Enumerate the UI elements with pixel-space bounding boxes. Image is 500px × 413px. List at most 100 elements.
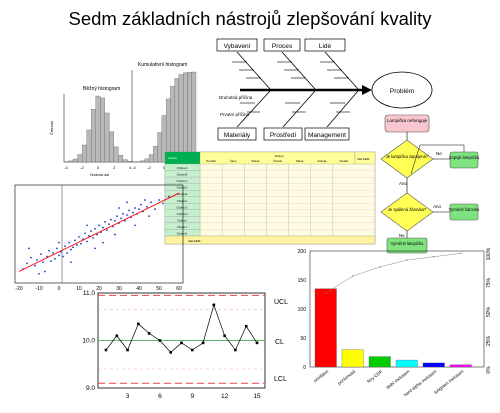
scatter-point <box>140 203 142 206</box>
control-chart-point <box>212 303 216 307</box>
check-sheet-header-left <box>165 152 200 164</box>
scatter-point <box>48 249 50 252</box>
control-chart-y-ticks: 11.010.09.0 <box>82 290 95 392</box>
pareto-bar <box>368 356 391 368</box>
check-sheet-column-header: Úterý <box>230 158 237 163</box>
pareto-bar <box>314 288 337 368</box>
scatter-point <box>96 233 98 236</box>
scatter-point <box>36 259 38 261</box>
control-chart-y-tick: 9.0 <box>86 385 95 392</box>
scatter-point <box>132 211 134 214</box>
scatter-point <box>44 270 46 273</box>
pareto-bars <box>314 288 472 368</box>
check-sheet-totals-row-label: CELKEM <box>188 239 201 243</box>
control-chart-x-tick: 12 <box>221 393 229 400</box>
scatter-point <box>94 247 96 250</box>
scatter-point <box>58 254 60 257</box>
pareto-y-tick: 200 <box>298 249 307 255</box>
fishbone-label-process: Proces <box>272 43 293 50</box>
control-chart-series <box>104 303 259 354</box>
fishbone-head <box>371 71 433 109</box>
scatter-point <box>150 201 152 204</box>
pareto-bar <box>422 362 445 368</box>
control-chart-point <box>234 348 237 352</box>
scatter-point <box>50 260 52 262</box>
flowchart-end <box>386 237 428 254</box>
scatter-point <box>80 242 82 245</box>
left-histogram-x-tick: 4 <box>129 165 132 170</box>
scatter-point <box>138 208 140 211</box>
pareto-cumulative-point <box>325 292 327 294</box>
scatter-point <box>98 224 100 227</box>
scatter-x-tick: 20 <box>96 286 102 292</box>
fishbone-bone-top-1 <box>236 51 271 90</box>
control-chart-point <box>126 348 129 352</box>
fishbone-box-people <box>304 38 346 52</box>
pareto-pct-tick: 25% <box>486 335 492 346</box>
pareto-cumulative-point <box>352 275 354 277</box>
pareto-pct-tick: 0% <box>486 366 492 374</box>
scatter-point <box>124 219 126 222</box>
check-sheet-totals-row <box>164 235 376 245</box>
pareto-category-label: slabí inclusion <box>385 369 411 391</box>
scatter-point <box>114 219 116 222</box>
scatter-point <box>30 256 32 259</box>
check-sheet-row-label: Chyba J <box>177 225 188 229</box>
pareto-cumulative-point <box>379 266 381 268</box>
pareto-category-label: smrštění <box>313 368 330 383</box>
scatter-point <box>68 241 70 244</box>
scatter-point <box>46 255 48 258</box>
control-chart-point <box>158 339 162 342</box>
control-chart-ucl-label: UCL <box>274 299 288 306</box>
scatter-point <box>86 240 88 243</box>
check-sheet-header-left-label: Jméno <box>168 156 177 160</box>
scatter-point <box>154 208 156 211</box>
control-chart-lcl-label: LCL <box>274 376 287 383</box>
scatter-point <box>88 234 90 237</box>
scatter-point <box>168 195 170 198</box>
check-sheet-row-label: Chyba I <box>177 218 187 222</box>
check-sheet-row-label: Chyba H <box>177 212 188 216</box>
check-sheet-row-label: Chyba B <box>177 173 188 177</box>
control-chart-point <box>169 351 173 354</box>
flowchart-no-1: Ne <box>436 151 442 156</box>
fishbone-primary-cause: Prvotní příčina <box>220 112 250 117</box>
pareto-bar <box>341 349 364 368</box>
scatter-point <box>70 248 72 251</box>
scatter-point <box>120 217 122 220</box>
check-sheet-row-label: Chyba K <box>177 232 188 236</box>
left-histogram-bars <box>63 95 133 163</box>
scatter-point <box>70 261 72 264</box>
check-sheet-row-label: Chyba F <box>177 199 188 203</box>
scatter-x-tick: -10 <box>35 286 42 292</box>
scatter-x-tick: 10 <box>76 286 82 292</box>
scatter-point <box>56 247 58 250</box>
pareto-cumulative-polyline <box>325 253 461 294</box>
flowchart-action-2 <box>449 203 479 221</box>
fishbone-box-equipment <box>216 38 258 52</box>
check-sheet-row-label: Chyba D <box>177 186 188 190</box>
pareto-cumulative-line <box>325 252 462 294</box>
scatter-point <box>76 244 78 246</box>
scatter-point <box>126 201 128 204</box>
scatter-point <box>72 246 74 249</box>
left-histogram-bar <box>122 159 128 163</box>
check-sheet-row-label: Chyba C <box>177 179 188 183</box>
fishbone-bone-bottom-3 <box>326 90 359 128</box>
fishbone-bone-bottom-2 <box>282 90 316 128</box>
scatter-x-tick: 50 <box>156 286 162 292</box>
scatter-point <box>126 214 128 216</box>
check-sheet-column-header: Čtvrtek <box>273 158 282 163</box>
flowchart-decision-2-label: Je spálená žárovka? <box>388 207 427 212</box>
scatter-point <box>110 218 112 221</box>
control-chart-cl-label: CL <box>275 339 284 346</box>
scatter-point <box>28 247 30 250</box>
fishbone-box-materials <box>217 127 257 141</box>
flowchart-return-arrow <box>410 144 465 175</box>
control-chart-point <box>223 334 226 338</box>
check-sheet-row-label: Chyba A <box>177 166 188 170</box>
